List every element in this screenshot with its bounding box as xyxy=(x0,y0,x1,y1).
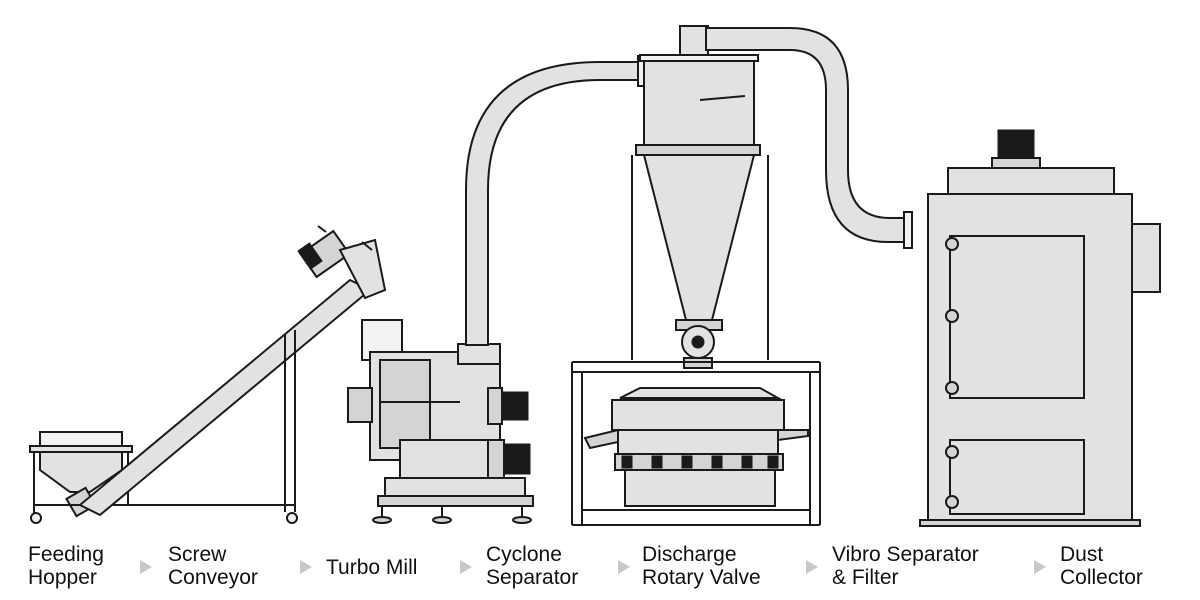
exhaust-pipe xyxy=(705,27,913,249)
stage-label-line2: Rotary Valve xyxy=(642,566,761,589)
cyclone-separator-drawing xyxy=(631,25,769,360)
flow-arrow-icon xyxy=(618,560,630,574)
screw-conveyor-drawing xyxy=(78,225,387,517)
stage-label-line1: Discharge xyxy=(642,543,737,566)
stage-label-screw-conveyor: Screw Conveyor xyxy=(168,543,258,589)
stage-label-line2: Separator xyxy=(486,566,579,589)
stage-label-feeding-hopper: Feeding Hopper xyxy=(28,543,104,589)
stage-label-turbo-mill: Turbo Mill xyxy=(326,556,417,579)
dust-collector-drawing xyxy=(919,129,1161,527)
flow-arrow-icon xyxy=(806,560,818,574)
riser-pipe xyxy=(465,55,647,346)
feeding-hopper-drawing xyxy=(29,431,298,524)
flow-arrow-icon xyxy=(460,560,472,574)
rotary-valve-drawing xyxy=(675,319,723,369)
flow-arrow-icon xyxy=(1034,560,1046,574)
stage-label-line1: Turbo Mill xyxy=(326,556,418,579)
flow-arrow-icon xyxy=(300,560,312,574)
stage-label-discharge-rotary-valve: Discharge Rotary Valve xyxy=(642,543,761,589)
stage-label-line1: Dust xyxy=(1060,543,1104,566)
stage-label-dust-collector: Dust Collector xyxy=(1060,543,1143,589)
stage-label-line1: Cyclone xyxy=(486,543,562,566)
stage-label-line1: Screw xyxy=(168,543,227,566)
equipment-illustration xyxy=(29,25,1161,527)
vibro-separator-drawing xyxy=(571,361,821,526)
stage-label-cyclone-separator: Cyclone Separator xyxy=(486,543,578,589)
turbo-mill-drawing xyxy=(347,319,534,524)
stage-label-line2: & Filter xyxy=(832,566,899,589)
stage-label-line2: Conveyor xyxy=(168,566,258,589)
stage-label-line2: Hopper xyxy=(28,566,97,589)
stage-label-line1: Vibro Separator xyxy=(832,543,979,566)
stage-label-line1: Feeding xyxy=(28,543,104,566)
stage-label-line2: Collector xyxy=(1060,566,1143,589)
flow-arrow-icon xyxy=(140,560,152,574)
stage-label-vibro-separator: Vibro Separator & Filter xyxy=(832,543,979,589)
